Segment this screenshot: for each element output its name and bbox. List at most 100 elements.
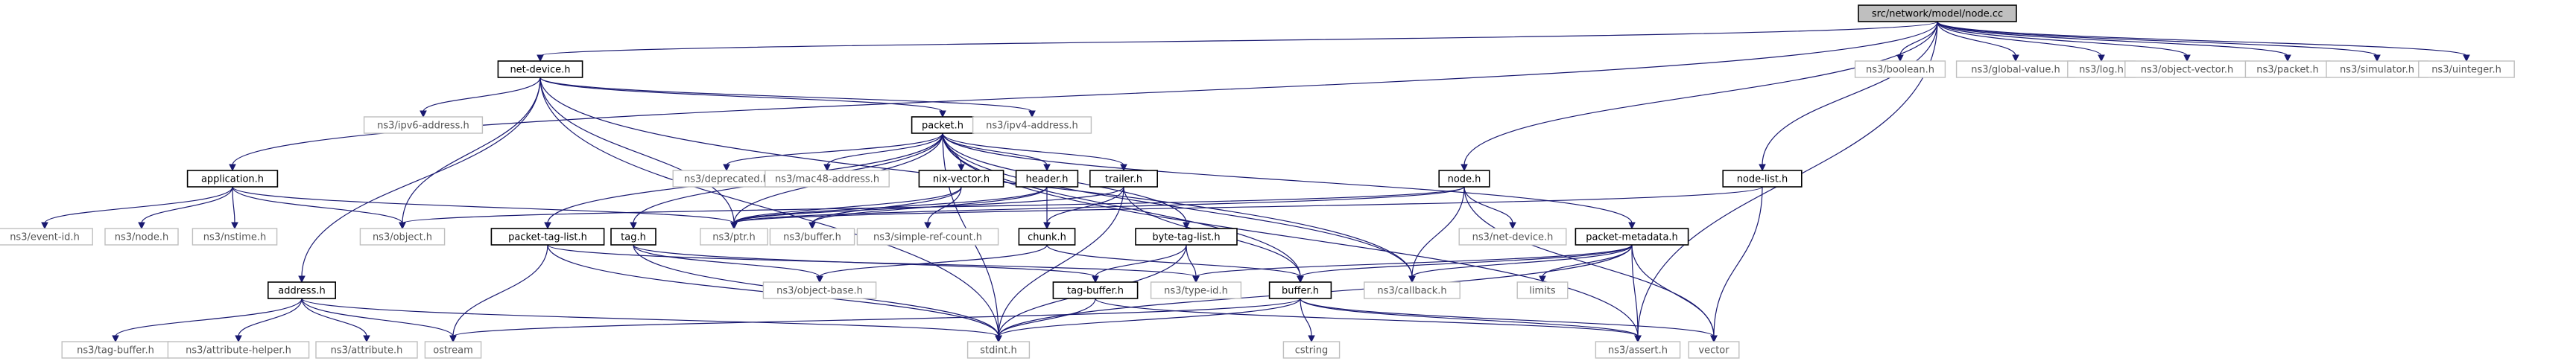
node-nodelist[interactable]: node-list.h [1722,170,1803,188]
node-address-label: address.h [278,286,325,297]
node-packettaglist-label: packet-tag-list.h [508,232,587,243]
node-ostream-label: ostream [433,345,473,357]
node-nixvector-label: nix-vector.h [933,174,990,185]
edge-arrowhead [823,164,831,172]
edge-arrowhead [449,335,457,343]
node-ns3mac48address-label: ns3/mac48-address.h [775,174,879,185]
edge-netdevice-to-packet [539,77,943,112]
edge-netdevice-to-address [301,77,541,278]
node-ns3globalvalue-label: ns3/global-value.h [1971,65,2060,76]
node-ns3objectbase: ns3/object-base.h [762,281,877,299]
node-nodelist-box [1722,170,1803,188]
node-ns3simulator-label: ns3/simulator.h [2340,65,2414,76]
edge-root-to-ns3log [1937,21,2102,57]
edge-arrowhead [41,222,48,230]
edge-arrowhead [1408,275,1416,284]
edge-arrowhead [399,222,406,230]
edge-nixvector-to-ns3simplerefcount [927,186,962,224]
node-ostream-box [424,341,482,359]
node-ns3node-label: ns3/node.h [115,232,168,243]
edge-arrowhead [1896,54,1904,63]
node-ns3deprecated-label: ns3/deprecated.h [684,174,769,185]
node-ns3mac48address: ns3/mac48-address.h [765,170,890,188]
node-packetmetadata[interactable]: packet-metadata.h [1575,228,1689,246]
node-application-label: application.h [201,174,264,185]
node-ns3globalvalue: ns3/global-value.h [1955,60,2076,78]
node-netdevice[interactable]: net-device.h [497,60,583,78]
edge-root-to-application [232,21,1938,166]
node-stdint-box [966,341,1031,359]
node-node[interactable]: node.h [1438,170,1490,188]
node-nixvector[interactable]: nix-vector.h [918,170,1004,188]
edge-arrowhead [723,164,730,172]
edge-root-to-nodelist [1762,21,1938,166]
edge-address-to-ns3attribute [301,298,367,337]
node-ns3eventid-box [0,228,93,246]
node-address[interactable]: address.h [267,281,336,299]
edge-arrowhead [1183,222,1190,230]
edge-root-to-ns3boolean [1899,21,1938,57]
node-packettaglist[interactable]: packet-tag-list.h [490,228,605,246]
node-chunk-label: chunk.h [1028,232,1066,243]
node-application[interactable]: application.h [186,170,279,188]
node-tagbuffer[interactable]: tag-buffer.h [1052,281,1139,299]
node-trailer[interactable]: trailer.h [1089,170,1159,188]
node-tagbuffer-label: tag-buffer.h [1067,286,1124,297]
node-ns3netdevice-label: ns3/net-device.h [1472,232,1554,243]
edge-node-to-vector [1463,186,1715,337]
node-header[interactable]: header.h [1015,170,1079,188]
edge-netdevice-to-ns3object [402,77,541,224]
node-ns3simplerefcount: ns3/simple-ref-count.h [856,228,999,246]
node-ns3netdevice-box [1458,228,1567,246]
node-ns3packet: ns3/packet.h [2244,60,2331,78]
node-buffer[interactable]: buffer.h [1268,281,1332,299]
edge-node-to-ns3ptr [733,186,1465,224]
node-ns3ipv6address-label: ns3/ipv6-address.h [377,121,469,132]
edge-arrowhead [420,110,427,118]
node-tag-label: tag.h [621,232,646,243]
edge-arrowhead [1043,222,1051,230]
edge-root-to-node [1463,21,1938,166]
edge-node-to-ns3callback [1411,186,1465,278]
edge-arrowhead [958,164,965,172]
edge-arrowhead [2373,54,2381,63]
edge-buffer-to-stdint [998,298,1301,337]
node-limits-label: limits [1529,286,1556,297]
node-bytetaglist[interactable]: byte-tag-list.h [1135,228,1238,246]
edge-arrowhead [2183,54,2191,63]
edge-bytetaglist-to-ns3typeid [1186,244,1197,278]
node-ns3simplerefcount-box [856,228,999,246]
edge-arrowhead [1192,275,1200,284]
edge-packet-to-ns3mac48address [826,132,943,166]
edge-nixvector-to-ns3ptr [733,186,962,224]
node-chunk[interactable]: chunk.h [1018,228,1076,246]
node-root[interactable]: src/network/model/node.cc [1858,4,2017,22]
node-ns3attribute-label: ns3/attribute.h [331,345,403,357]
node-tagbuffer-box [1052,281,1139,299]
edge-address-to-ostream [301,298,454,337]
edge-application-to-ns3nstime [232,186,235,224]
edge-root-to-ns3globalvalue [1937,21,2016,57]
node-nodelist-label: node-list.h [1737,174,1788,185]
node-cstring-label: cstring [1295,345,1328,357]
node-packetmetadata-label: packet-metadata.h [1586,232,1678,243]
node-ns3attributehelper-box [167,341,310,359]
node-ns3eventid-label: ns3/event-id.h [10,232,80,243]
edge-arrowhead [1634,335,1642,343]
node-ns3callback-box [1364,281,1461,299]
node-cstring: cstring [1282,341,1341,359]
node-packet[interactable]: packet.h [911,116,975,134]
node-tag[interactable]: tag.h [610,228,656,246]
edge-node-to-ns3netdevice [1463,186,1513,224]
edge-arrowhead [1509,222,1516,230]
edge-address-to-ns3tagbuffer [115,298,303,337]
edge-arrowhead [1297,275,1304,284]
node-packettaglist-box [490,228,605,246]
node-ns3typeid-label: ns3/type-id.h [1164,286,1228,297]
node-node-label: node.h [1448,174,1481,185]
edge-tagbuffer-to-stdint [998,298,1096,337]
node-trailer-label: trailer.h [1105,174,1142,185]
node-limits-box [1516,281,1569,299]
node-ns3tagbuffer-label: ns3/tag-buffer.h [77,345,154,357]
